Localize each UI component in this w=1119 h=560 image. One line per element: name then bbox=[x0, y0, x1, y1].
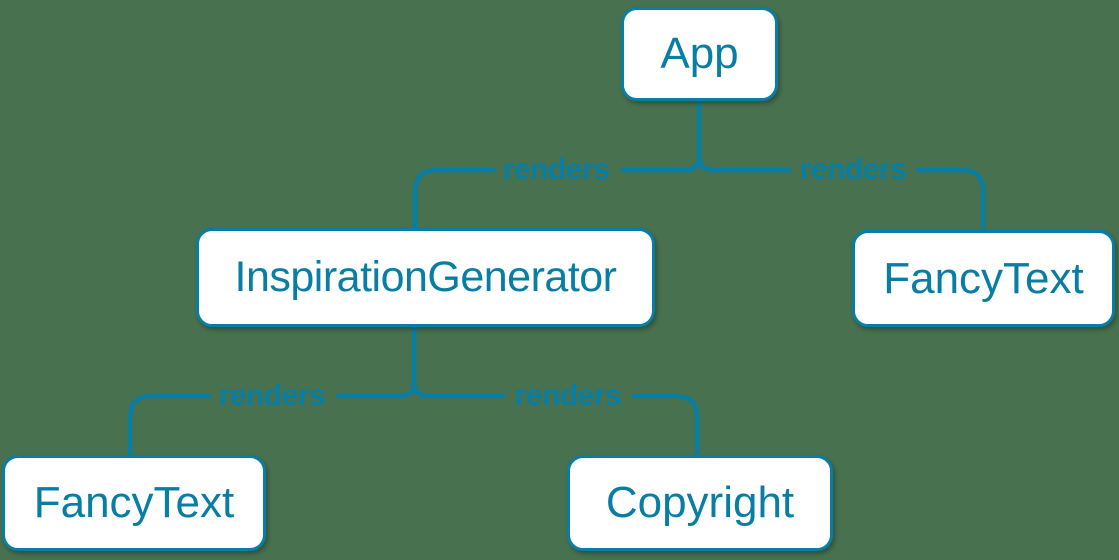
node-copyright: Copyright bbox=[567, 455, 833, 551]
edge-label-renders-inspirationgenerator-fancytext: renders bbox=[218, 379, 326, 412]
edge-label-renders-inspirationgenerator-copyright: renders bbox=[514, 379, 622, 412]
node-inspiration-generator-label: InspirationGenerator bbox=[234, 253, 618, 301]
edge-inspirationgenerator-to-copyright-flare bbox=[411, 380, 506, 399]
node-app-label: App bbox=[660, 29, 739, 78]
edge-app-to-inspirationgenerator-flare bbox=[620, 154, 702, 173]
node-app: App bbox=[621, 7, 778, 101]
node-fancy-text-left-label: FancyText bbox=[33, 478, 235, 527]
edge-inspirationgenerator-to-fancytext-flare bbox=[335, 380, 417, 399]
node-copyright-label: Copyright bbox=[605, 478, 795, 527]
node-fancy-text-right-label: FancyText bbox=[883, 253, 1084, 303]
edge-inspirationgenerator-to-fancytext-drop bbox=[127, 393, 212, 460]
node-fancy-text-left: FancyText bbox=[2, 455, 266, 551]
node-fancy-text-right: FancyText bbox=[852, 230, 1115, 327]
edge-app-to-fancytext-flare bbox=[696, 154, 792, 173]
node-inspiration-generator: InspirationGenerator bbox=[196, 228, 655, 327]
edges-from-app bbox=[412, 97, 986, 235]
edge-app-to-fancytext-drop bbox=[915, 167, 986, 235]
edge-label-renders-app-fancytext: renders bbox=[799, 153, 907, 186]
edge-app-to-inspirationgenerator-drop bbox=[412, 167, 496, 233]
edges-from-inspirationgenerator bbox=[127, 323, 700, 460]
edge-inspirationgenerator-to-copyright-drop bbox=[631, 393, 700, 460]
edge-label-renders-app-inspirationgenerator: renders bbox=[502, 153, 610, 186]
